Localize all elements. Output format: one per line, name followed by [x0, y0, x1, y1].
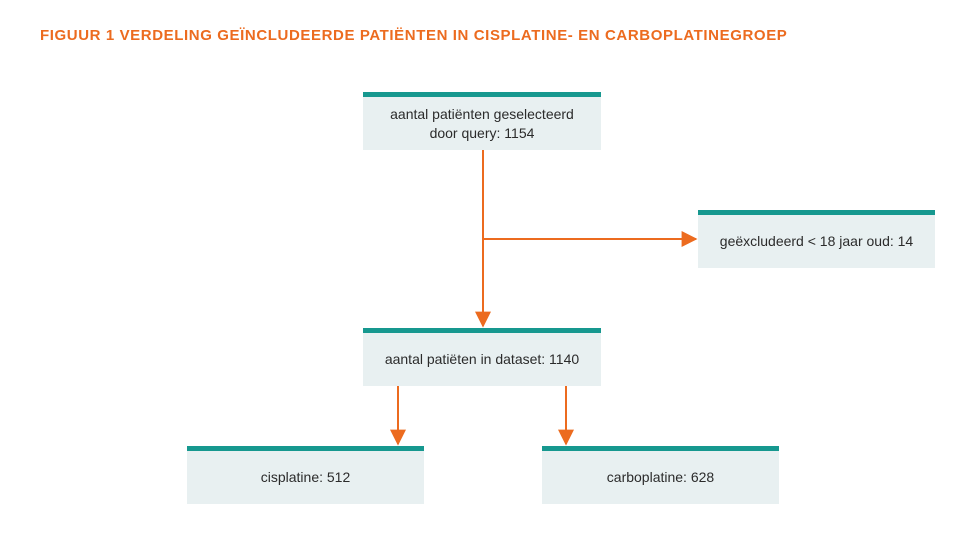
- box-query: aantal patiënten geselecteerd door query…: [363, 92, 601, 150]
- box-query-line2: door query: 1154: [429, 124, 535, 141]
- box-dataset: aantal patiëten in dataset: 1140: [363, 328, 601, 386]
- box-cisplatine: cisplatine: 512: [187, 446, 424, 504]
- box-carboplatine: carboplatine: 628: [542, 446, 779, 504]
- box-dataset-label: aantal patiëten in dataset: 1140: [384, 351, 580, 367]
- box-carboplatine-label: carboplatine: 628: [606, 469, 715, 485]
- figure-title: FIGUUR 1 VERDELING GEÏNCLUDEERDE PATIËNT…: [40, 27, 788, 44]
- box-excluded-label: geëxcludeerd < 18 jaar oud: 14: [719, 233, 914, 249]
- box-query-line1: aantal patiënten geselecteerd: [390, 105, 574, 122]
- box-excluded: geëxcludeerd < 18 jaar oud: 14: [698, 210, 935, 268]
- box-cisplatine-label: cisplatine: 512: [260, 469, 351, 485]
